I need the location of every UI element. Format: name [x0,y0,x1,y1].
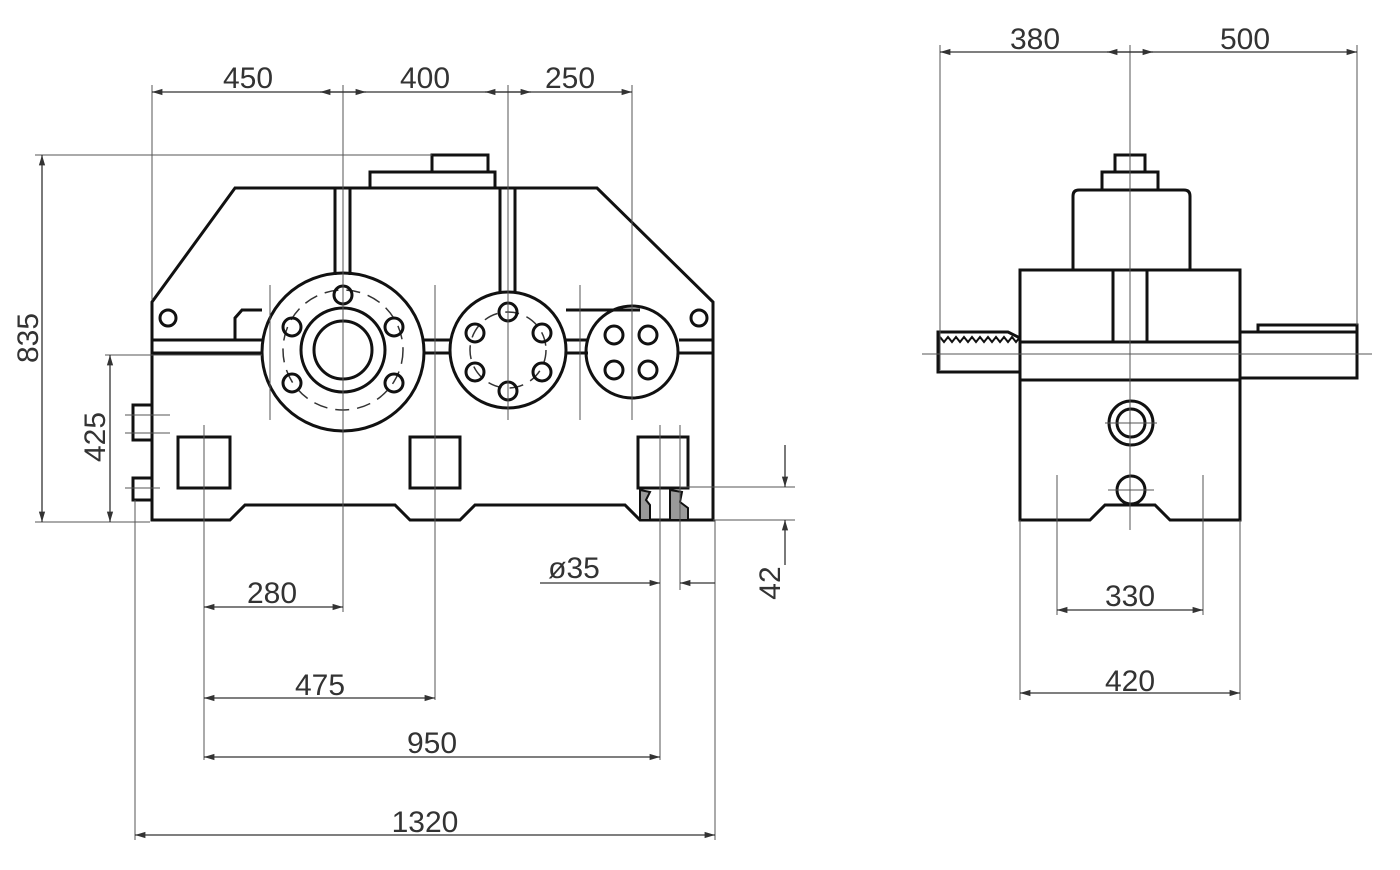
dim-500: 500 [1220,23,1270,56]
dim-380: 380 [1010,23,1060,56]
dimension-lines [38,88,789,839]
dim-420: 420 [1105,665,1155,698]
dim-250: 250 [545,62,595,95]
side-dimension-lines [940,48,1357,697]
output-shaft [1240,323,1359,380]
front-view: 450 400 250 835 425 280 475 950 1320 ø35… [12,62,795,840]
side-view: 380 500 330 420 [922,23,1372,700]
dim-450: 450 [223,62,273,95]
dim-1320: 1320 [392,806,459,839]
center-lines [35,85,795,840]
dim-835: 835 [12,313,45,363]
dim-42: 42 [754,566,787,599]
housing-outline [131,153,715,522]
dim-bolt-hole: ø35 [548,552,600,585]
lifting-holes [158,308,709,328]
dim-425: 425 [79,412,112,462]
dim-475: 475 [295,669,345,702]
dim-950: 950 [407,727,457,760]
side-center-lines [922,45,1372,700]
dim-330: 330 [1105,580,1155,613]
input-shaft [936,330,1021,374]
dim-400: 400 [400,62,450,95]
dim-280: 280 [247,577,297,610]
